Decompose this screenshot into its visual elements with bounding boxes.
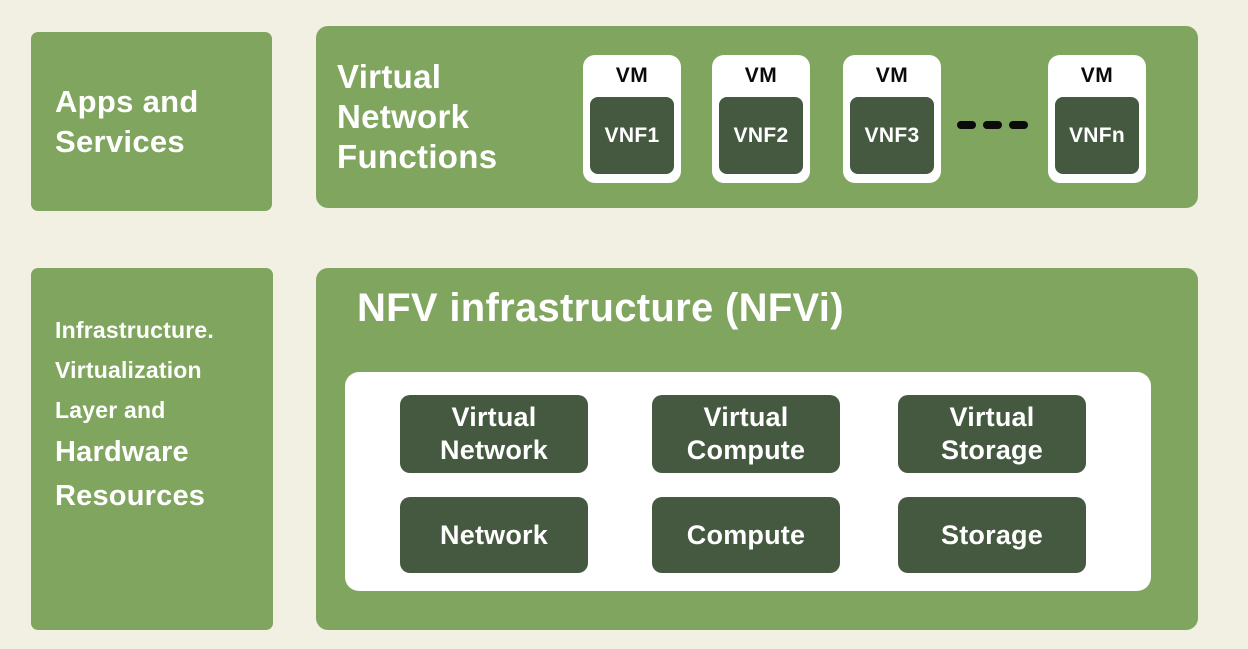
network-box: Network xyxy=(400,497,588,573)
vnfn-box: VNFn xyxy=(1055,97,1139,174)
vm-box-2: VM VNF2 xyxy=(712,55,810,183)
vnf3-box: VNF3 xyxy=(850,97,934,174)
vm-box-3: VM VNF3 xyxy=(843,55,941,183)
virtual-network-functions-box: Virtual Network Functions VM VNF1 VM VNF… xyxy=(316,26,1198,208)
vm-box-1: VM VNF1 xyxy=(583,55,681,183)
compute-box: Compute xyxy=(652,497,840,573)
infrastructure-layer-label: Infrastructure. Virtualization Layer and… xyxy=(31,268,273,518)
virtual-compute-box: Virtual Compute xyxy=(652,395,840,473)
virtual-network-box: Virtual Network xyxy=(400,395,588,473)
infrastructure-virtualization-lines: Infrastructure. Virtualization Layer and xyxy=(55,317,214,423)
virtual-network-functions-title: Virtual Network Functions xyxy=(337,58,498,175)
storage-box: Storage xyxy=(898,497,1086,573)
infrastructure-layer-box: Infrastructure. Virtualization Layer and… xyxy=(31,268,273,630)
hardware-resources-lines: Hardware Resources xyxy=(55,436,206,512)
dash-icon xyxy=(1009,121,1028,129)
vm-box-n: VM VNFn xyxy=(1048,55,1146,183)
apps-and-services-label: Apps and Services xyxy=(55,83,199,159)
vm-label: VM xyxy=(744,64,778,87)
nfvi-title: NFV infrastructure (NFVi) xyxy=(357,286,844,330)
nfvi-box: NFV infrastructure (NFVi) Virtual Networ… xyxy=(316,268,1198,630)
vm-label: VM xyxy=(1080,64,1114,87)
vm-label: VM xyxy=(615,64,649,87)
nfvi-resources-panel: Virtual Network Virtual Compute Virtual … xyxy=(345,372,1151,591)
dash-icon xyxy=(983,121,1002,129)
vnf1-box: VNF1 xyxy=(590,97,674,174)
dash-icon xyxy=(957,121,976,129)
vnf2-box: VNF2 xyxy=(719,97,803,174)
virtual-storage-box: Virtual Storage xyxy=(898,395,1086,473)
vm-label: VM xyxy=(875,64,909,87)
ellipsis-dashes-icon xyxy=(957,121,1028,129)
apps-and-services-box: Apps and Services xyxy=(31,32,272,211)
